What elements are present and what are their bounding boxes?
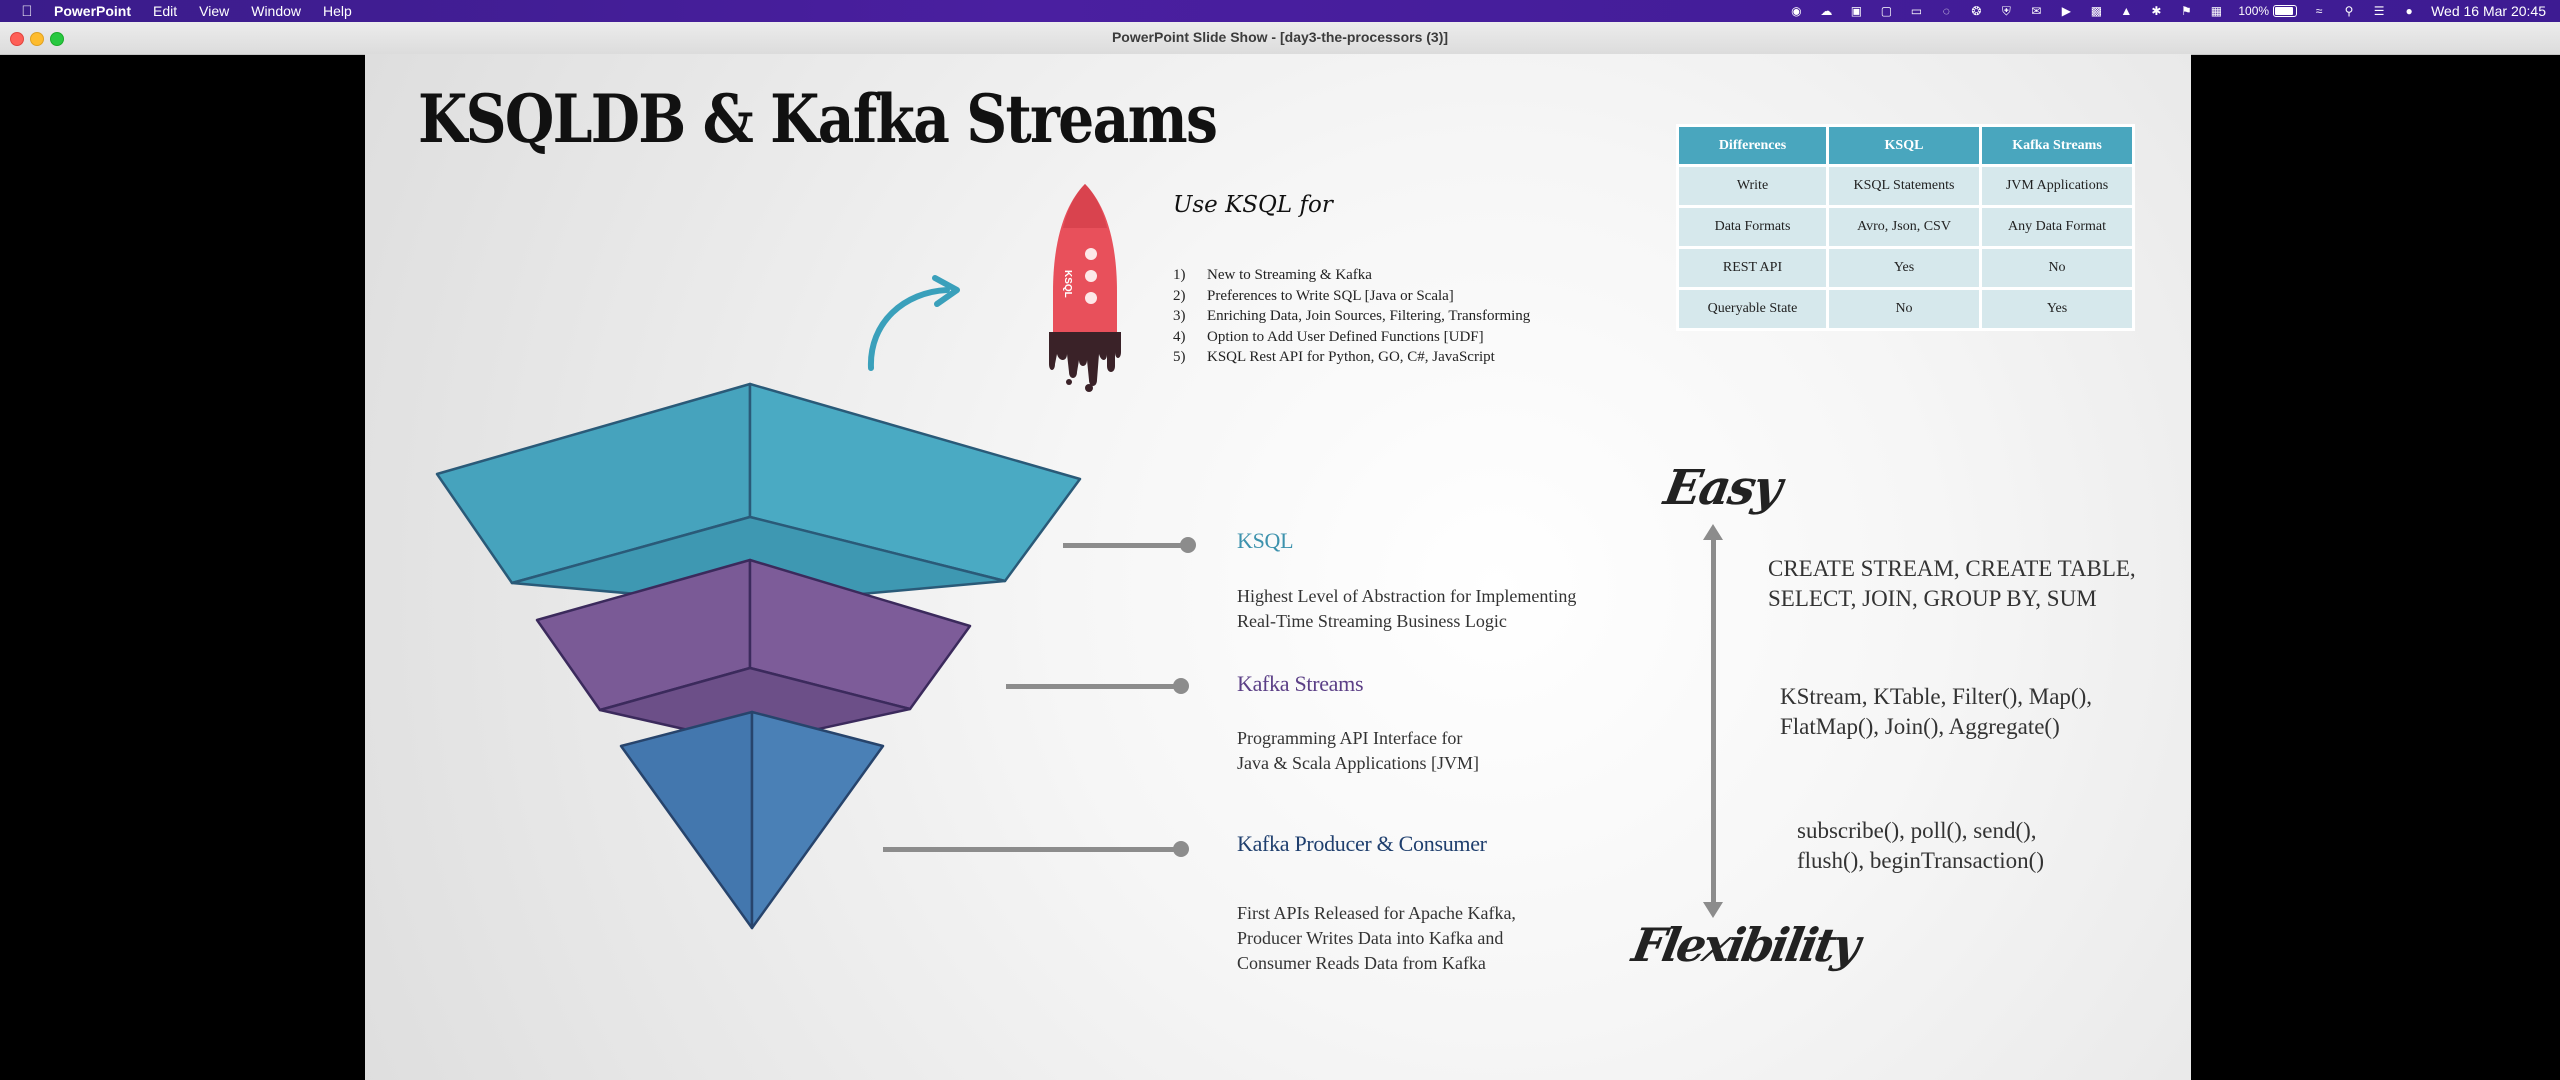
list-item: 5)KSQL Rest API for Python, GO, C#, Java… <box>1173 349 1495 365</box>
menu-window[interactable]: Window <box>251 3 302 19</box>
display-icon[interactable]: ▩ <box>2090 4 2103 18</box>
menu-clock[interactable]: Wed 16 Mar 20:45 <box>2431 3 2546 19</box>
connector-dot-ksql <box>1180 537 1196 553</box>
window-title-bar: PowerPoint Slide Show - [day3-the-proces… <box>0 22 2560 55</box>
table-row: Write KSQL Statements JVM Applications <box>1679 167 2132 205</box>
battery-icon <box>2273 5 2298 17</box>
curved-arrow-icon <box>867 275 960 371</box>
fullscreen-window-button[interactable] <box>50 32 64 46</box>
close-window-button[interactable] <box>10 32 24 46</box>
slide-title: KSQLDB & Kafka Streams <box>418 80 1218 158</box>
abstraction-pyramid <box>435 382 1082 930</box>
menu-edit[interactable]: Edit <box>153 3 178 19</box>
api-list-ksql: CREATE STREAM, CREATE TABLE, SELECT, JOI… <box>1768 556 2136 611</box>
menu-view[interactable]: View <box>199 3 230 19</box>
pyramid-layer-producer <box>619 710 885 930</box>
arrow-down-icon <box>1703 902 1723 918</box>
apple-menu-icon[interactable]:  <box>18 3 36 20</box>
box-icon[interactable]: ▣ <box>1850 4 1863 18</box>
wifi-icon[interactable]: ≈ <box>2315 4 2323 18</box>
rocket-icon: KSQL <box>1049 184 1121 392</box>
connector-line-ksql <box>1063 543 1185 548</box>
pyramid-layer-streams <box>535 558 972 746</box>
table-header-cell: Differences <box>1679 127 1826 164</box>
list-item: 3)Enriching Data, Join Sources, Filterin… <box>1173 308 1531 324</box>
table-header-cell: KSQL <box>1829 127 1979 164</box>
flag-icon[interactable]: ⚑ <box>2180 4 2192 18</box>
api-list-streams: KStream, KTable, Filter(), Map(), FlatMa… <box>1780 684 2092 739</box>
compass-icon[interactable]: ❂ <box>1971 4 1982 18</box>
connector-dot-producer <box>1173 841 1189 857</box>
window-icon[interactable]: ▭ <box>1910 4 1923 18</box>
table-cell: Avro, Json, CSV <box>1829 208 1979 246</box>
battery-fill <box>2275 7 2294 15</box>
table-row: REST API Yes No <box>1679 249 2132 287</box>
table-row: Data Formats Avro, Json, CSV Any Data Fo… <box>1679 208 2132 246</box>
bluetooth-icon[interactable]: ✱ <box>2151 4 2162 18</box>
api-list-producer: subscribe(), poll(), send(), flush(), be… <box>1797 818 2044 873</box>
list-item: 1)New to Streaming & Kafka <box>1173 267 1372 283</box>
search-icon[interactable]: ⚲ <box>2344 4 2354 18</box>
menu-help[interactable]: Help <box>323 3 352 19</box>
table-cell: REST API <box>1679 249 1826 287</box>
calendar-icon[interactable]: ▦ <box>2210 4 2223 18</box>
scale-line <box>1711 534 1716 906</box>
connector-line-streams <box>1006 684 1180 689</box>
connector-line-producer <box>883 847 1181 852</box>
table-cell: Queryable State <box>1679 290 1826 328</box>
battery-percent: 100% <box>2238 4 2270 18</box>
table-header-row: Differences KSQL Kafka Streams <box>1679 127 2132 164</box>
cloud-icon[interactable]: ☁ <box>1820 4 1833 18</box>
pyramid-layer-ksql <box>435 382 1082 606</box>
table-header-cell: Kafka Streams <box>1982 127 2132 164</box>
table-cell: JVM Applications <box>1982 167 2132 205</box>
connector-dot-streams <box>1173 678 1189 694</box>
slide-canvas: KSQLDB & Kafka Streams KSQL <box>365 54 2191 1080</box>
table-cell: No <box>1982 249 2132 287</box>
table-cell: Data Formats <box>1679 208 1826 246</box>
level-title-ksql: KSQL <box>1237 528 1294 553</box>
table-cell: Any Data Format <box>1982 208 2132 246</box>
square-icon[interactable]: ▢ <box>1880 4 1893 18</box>
minimize-window-button[interactable] <box>30 32 44 46</box>
rocket-label: KSQL <box>1062 270 1073 298</box>
level-title-streams: Kafka Streams <box>1237 671 1364 696</box>
control-center-icon[interactable]: ☰ <box>2373 4 2385 18</box>
level-desc-ksql: Highest Level of Abstraction for Impleme… <box>1237 586 1577 631</box>
list-item: 4)Option to Add User Defined Functions [… <box>1173 328 1484 345</box>
battery-indicator[interactable]: 100% <box>2238 4 2298 18</box>
window-title: PowerPoint Slide Show - [day3-the-proces… <box>1111 29 1449 45</box>
list-item: 2)Preferences to Write SQL [Java or Scal… <box>1173 287 1454 304</box>
shield-icon[interactable]: ⛨ <box>2001 3 2011 18</box>
level-title-producer: Kafka Producer & Consumer <box>1237 831 1487 856</box>
spinner-icon[interactable]: ◌ <box>1942 4 1950 18</box>
use-ksql-list: 1)New to Streaming & Kafka 2)Preferences… <box>1173 265 1530 368</box>
airplay-icon[interactable]: ▲ <box>2120 4 2133 18</box>
siri-icon[interactable]: ● <box>2405 4 2413 18</box>
table-cell: Yes <box>1982 290 2132 328</box>
scale-bottom-label: Flexibility <box>1628 918 1862 972</box>
level-desc-streams: Programming API Interface for Java & Sca… <box>1237 728 1479 773</box>
table-row: Queryable State No Yes <box>1679 290 2132 328</box>
status-menus: ◉ ☁ ▣ ▢ ▭ ◌ ❂ ⛨ ✉ ▶ ▩ ▲ ✱ ⚑ ▦ 100% ≈ ⚲ ☰… <box>1788 0 2546 22</box>
menu-app-name[interactable]: PowerPoint <box>54 3 132 19</box>
level-desc-producer: First APIs Released for Apache Kafka, Pr… <box>1237 903 1516 973</box>
table-cell: No <box>1829 290 1979 328</box>
use-ksql-heading: Use KSQL for <box>1173 192 1333 218</box>
play-icon[interactable]: ▶ <box>2061 4 2071 18</box>
comparison-table: Differences KSQL Kafka Streams Write KSQ… <box>1676 124 2135 331</box>
arrow-up-icon <box>1703 524 1723 540</box>
app-status-icon[interactable]: ◉ <box>1791 4 1802 18</box>
menu-bar:  PowerPoint Edit View Window Help ◉ ☁ ▣… <box>0 0 2560 22</box>
message-icon[interactable]: ✉ <box>2031 4 2042 18</box>
scale-top-label: Easy <box>1660 460 1785 516</box>
table-cell: KSQL Statements <box>1829 167 1979 205</box>
table-cell: Yes <box>1829 249 1979 287</box>
table-cell: Write <box>1679 167 1826 205</box>
